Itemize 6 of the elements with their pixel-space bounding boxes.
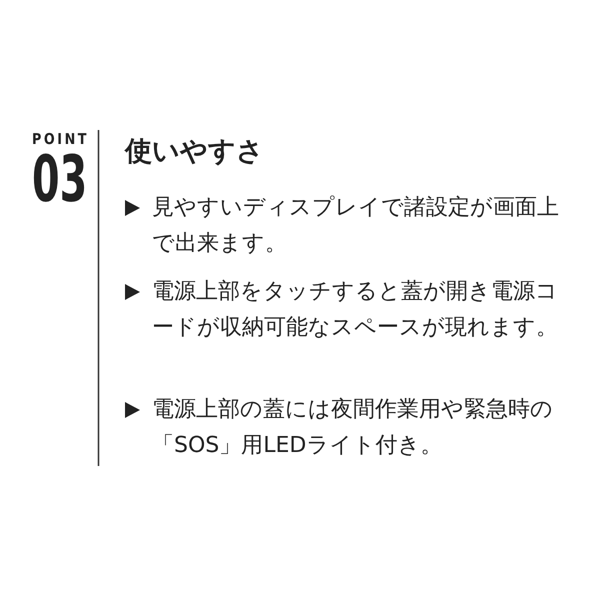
- point-label: POINT: [32, 130, 90, 148]
- heading: 使いやすさ: [125, 135, 264, 169]
- bullet-text: 電源上部をタッチすると蓋が開き電源コードが収納可能なスペースが現れます。: [152, 278, 559, 342]
- point-number: 03: [32, 147, 88, 213]
- bullet-text: 電源上部の蓋には夜間作業用や緊急時の「SOS」用LEDライト付き。: [152, 396, 554, 460]
- bullet-text: 見やすいディスプレイで諸設定が画面上で出来ます。: [152, 194, 560, 258]
